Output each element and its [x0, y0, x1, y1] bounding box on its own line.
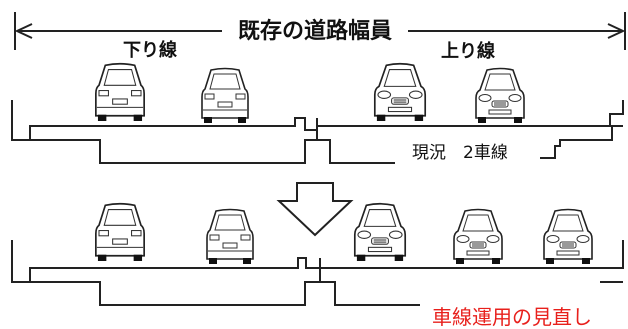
lane-review-label: 車線運用の見直し: [432, 305, 592, 329]
proposed-cars: [95, 202, 593, 265]
existing-cars: [95, 62, 525, 124]
road-section-current: [11, 100, 624, 164]
car-rear-icon: [95, 202, 145, 262]
car-front-icon: [373, 62, 427, 122]
width-dimension: 既存の道路幅員: [14, 12, 626, 50]
car-rear-icon: [95, 62, 145, 122]
car-rear-icon: [201, 67, 249, 124]
car-front-icon: [453, 208, 503, 265]
dimension-arrowhead-right: [607, 23, 626, 39]
car-front-icon: [475, 67, 525, 124]
road-section-proposed: [11, 240, 624, 306]
car-front-icon: [543, 208, 593, 265]
down-arrow-icon: [276, 182, 354, 237]
diagram-title: 既存の道路幅員: [238, 18, 392, 44]
current-lanes-label: 現況 2車線: [412, 143, 508, 163]
car-front-icon: [353, 202, 407, 262]
title-backdrop: [222, 16, 408, 44]
car-rear-icon: [206, 208, 254, 265]
dimension-arrowhead-left: [14, 23, 33, 39]
direction-label-down: 下り線: [123, 39, 177, 61]
road-outline-left: [11, 240, 320, 306]
road-outline-left: [11, 100, 318, 164]
direction-label-up: 上り線: [441, 40, 495, 62]
